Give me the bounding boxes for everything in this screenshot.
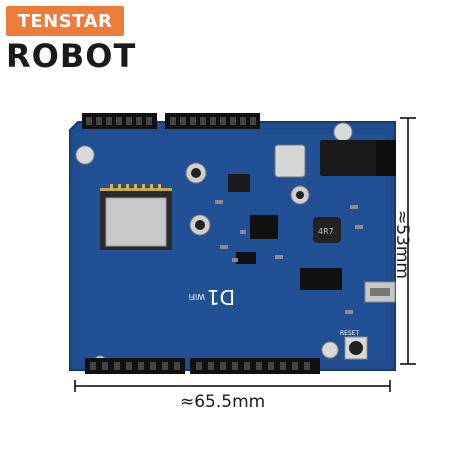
width-dimension-label: ≈65.5mm (180, 392, 266, 412)
height-dimension-line (400, 117, 416, 365)
mount-hole-2 (333, 122, 353, 142)
brand-badge: TENSTAR (6, 6, 124, 36)
dc-jack (320, 140, 390, 176)
silkscreen-wifi: WiFi (189, 292, 205, 301)
mount-hole-3 (321, 341, 339, 359)
regulator (228, 174, 250, 192)
inductor (313, 217, 341, 243)
esp-shield (105, 197, 167, 247)
height-dimension-label: ≈53mm (392, 210, 412, 279)
silkscreen-d1: D1 (207, 285, 235, 309)
chip-2 (300, 268, 342, 290)
small-chip (236, 252, 256, 264)
silkscreen-reset: RESET (340, 330, 360, 337)
silkscreen-inductor: 4R7 (318, 227, 334, 236)
width-dimension-line (74, 380, 391, 392)
chip-1 (250, 215, 278, 239)
brand-line1: TENSTAR (17, 10, 113, 32)
electrolytic-capacitor (274, 144, 306, 178)
mount-hole-1 (75, 145, 95, 165)
header-bottom-left (85, 358, 185, 374)
brand-line2: ROBOT (6, 37, 137, 75)
